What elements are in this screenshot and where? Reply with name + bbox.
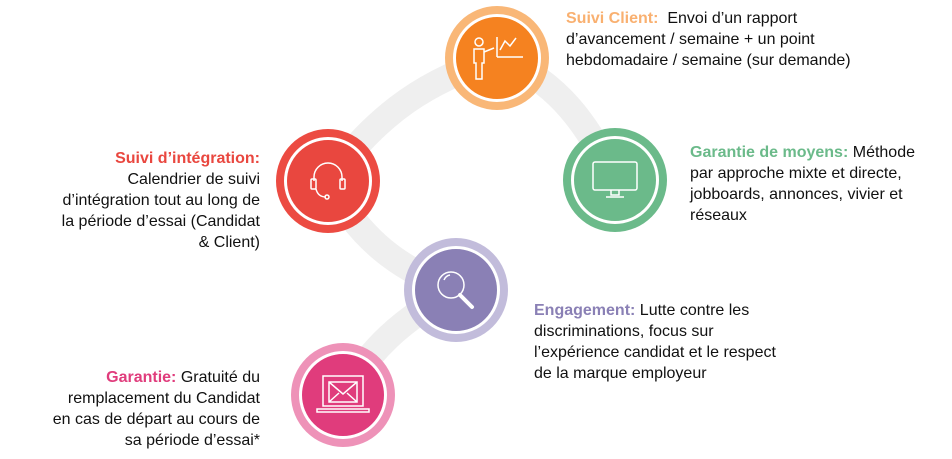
text-garantie-moyens: Garantie de moyens: Méthode par approche… [690,142,940,226]
title-engagement: Engagement: [534,302,636,319]
node-engagement [404,238,508,342]
desc-engagement: Lutte contre les discriminations, focus … [534,302,776,382]
laptop-mail-icon [299,351,387,439]
node-suivi-integration [276,129,380,233]
node-garantie-moyens [563,128,667,232]
desc-garantie-moyens: Méthode par approche mixte et directe, j… [690,144,915,224]
node-garantie [291,343,395,447]
title-suivi-client: Suivi Client: [566,10,659,27]
presentation-chart-icon [453,14,541,102]
node-suivi-client [445,6,549,110]
text-suivi-integration: Suivi d’intégration: Calendrier de suivi… [60,148,260,253]
title-garantie-moyens: Garantie de moyens: [690,144,849,161]
text-garantie: Garantie: Gratuité du remplacement du Ca… [50,367,260,451]
desc-suivi-client: Envoi d’un rapport d’avancement / semain… [566,10,851,69]
title-suivi-integration: Suivi d’intégration: [115,150,260,167]
text-suivi-client: Suivi Client: Envoi d’un rapport d’avanc… [566,8,856,71]
title-garantie: Garantie: [106,369,177,386]
text-engagement: Engagement: Lutte contre les discriminat… [534,300,794,384]
magnifier-icon [412,246,500,334]
desc-suivi-integration: Calendrier de suivi d’intégration tout a… [61,171,260,251]
monitor-icon [571,136,659,224]
headset-icon [284,137,372,225]
desc-garantie: Gratuité du remplacement du Candidat en … [52,369,260,449]
